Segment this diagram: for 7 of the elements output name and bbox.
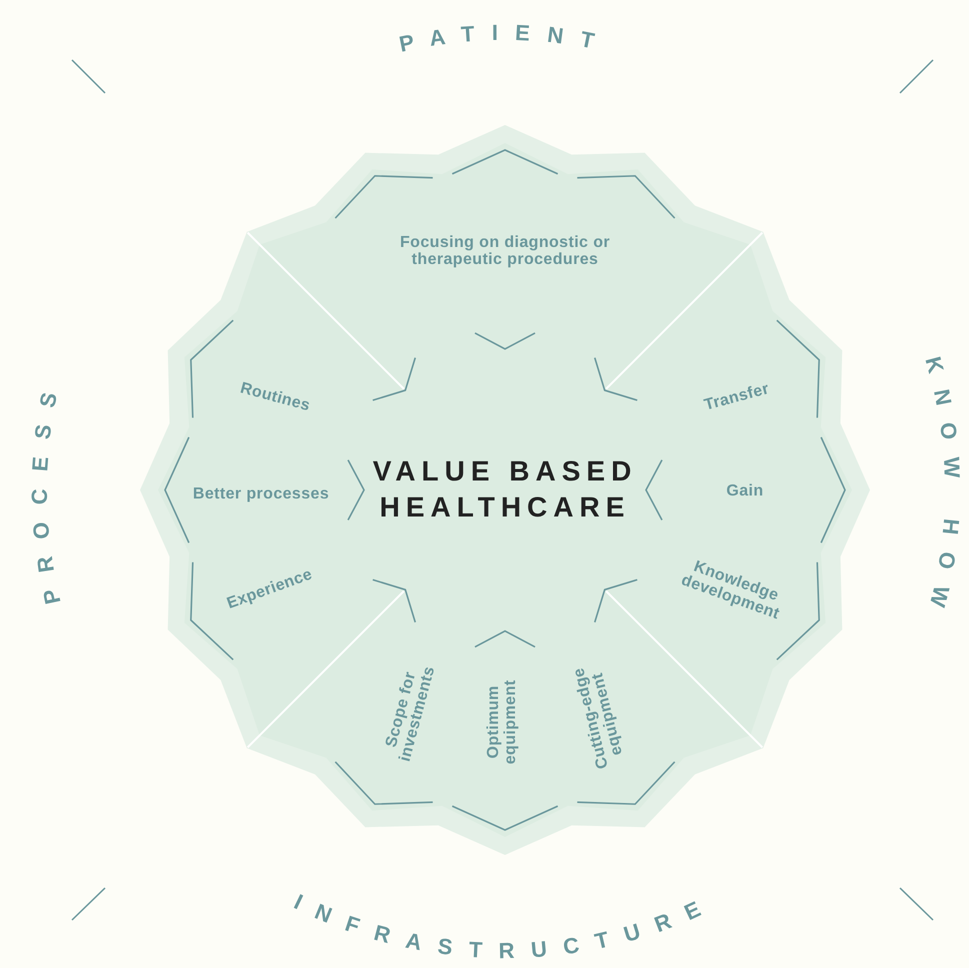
sector-label: Optimum equipment <box>486 678 520 766</box>
sector-label: Transfer <box>702 379 772 416</box>
center-title: VALUE BASED HEALTHCARE <box>372 454 638 525</box>
sector-label: Focusing on diagnostic or therapeutic procedures <box>399 235 611 269</box>
sector-label: Gain <box>725 484 765 500</box>
section-label: PATIENT <box>396 20 613 57</box>
sector-label: Better processes <box>192 486 330 504</box>
